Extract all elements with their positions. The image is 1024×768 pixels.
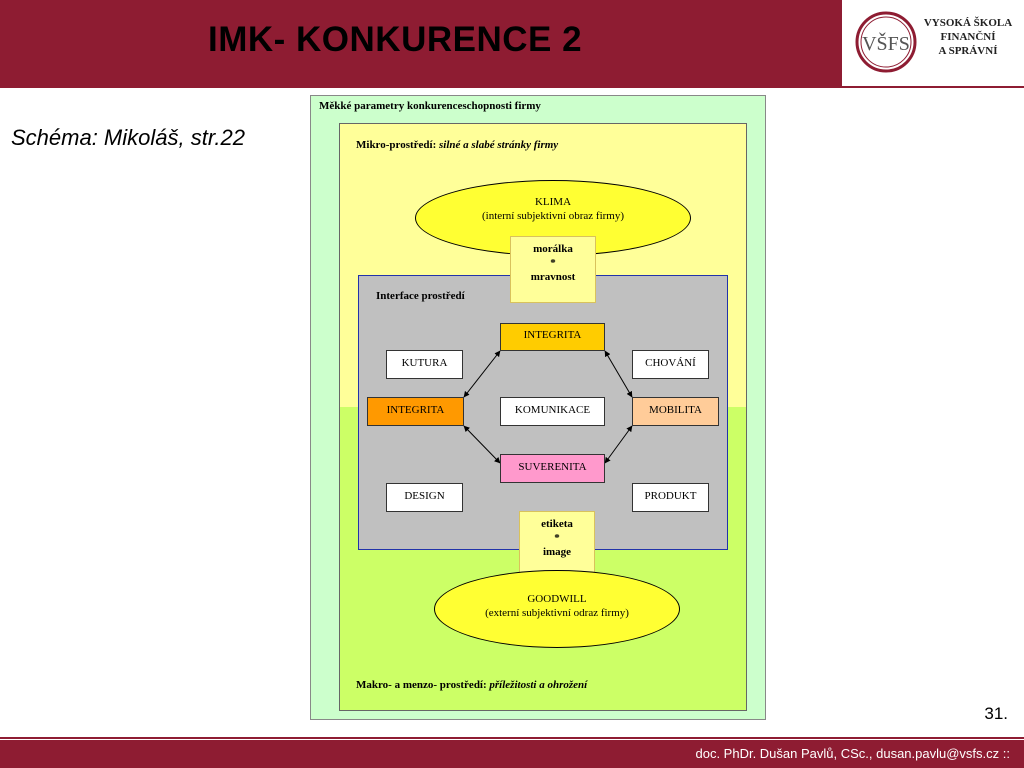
komunikace-box: KOMUNIKACE bbox=[500, 397, 605, 426]
goodwill-title: GOODWILL bbox=[527, 593, 587, 605]
moralka-box: morálka * mravnost bbox=[510, 236, 596, 303]
etiketa-line-2: * bbox=[554, 532, 560, 544]
macro-label: Makro- a menzo- prostředí: příležitosti … bbox=[356, 679, 587, 691]
vsfs-monogram-icon: VŠFS bbox=[855, 11, 917, 73]
produkt-box: PRODUKT bbox=[632, 483, 709, 512]
footer-author: doc. PhDr. Dušan Pavlů, CSc., dusan.pavl… bbox=[695, 746, 1010, 761]
moralka-line-2: * bbox=[550, 257, 556, 269]
goodwill-desc: (externí subjektivní odraz firmy) bbox=[485, 607, 629, 619]
etiketa-box: etiketa * image bbox=[519, 511, 595, 578]
design-box: DESIGN bbox=[386, 483, 463, 512]
suverenita-box: SUVERENITA bbox=[500, 454, 605, 483]
logo-line-3: A SPRÁVNÍ bbox=[938, 45, 998, 57]
footer-divider bbox=[0, 737, 1024, 739]
footer-bar: doc. PhDr. Dušan Pavlů, CSc., dusan.pavl… bbox=[0, 740, 1024, 768]
interface-label: Interface prostředí bbox=[376, 290, 465, 302]
header-divider bbox=[0, 86, 1024, 88]
etiketa-line-3: image bbox=[542, 546, 572, 558]
source-subtitle: Schéma: Mikoláš, str.22 bbox=[11, 125, 245, 150]
klima-title: KLIMA bbox=[534, 196, 572, 208]
micro-label-italic: silné a slabé stránky firmy bbox=[439, 139, 559, 151]
logo-text: VYSOKÁ ŠKOLA FINANČNÍ A SPRÁVNÍ bbox=[918, 16, 1018, 58]
moralka-line-3: mravnost bbox=[530, 271, 576, 283]
page-number: 31. bbox=[984, 704, 1008, 723]
logo-line-1: VYSOKÁ ŠKOLA bbox=[923, 17, 1013, 29]
mobilita-box: MOBILITA bbox=[632, 397, 719, 426]
kutura-box: KUTURA bbox=[386, 350, 463, 379]
moralka-line-1: morálka bbox=[533, 243, 573, 255]
klima-desc: (interní subjektivní obraz firmy) bbox=[481, 210, 625, 222]
integrita-top-box: INTEGRITA bbox=[500, 323, 605, 351]
micro-label: Mikro-prostředí: silné a slabé stránky f… bbox=[356, 139, 558, 151]
goodwill-ellipse: GOODWILL (externí subjektivní odraz firm… bbox=[434, 570, 680, 648]
chovani-box: CHOVÁNÍ bbox=[632, 350, 709, 379]
outer-label: Měkké parametry konkurenceschopnosti fir… bbox=[319, 100, 541, 112]
micro-label-text: Mikro-prostředí: bbox=[356, 139, 439, 151]
slide-title: IMK- KONKURENCE 2 bbox=[208, 20, 583, 59]
school-logo: VŠFS VYSOKÁ ŠKOLA FINANČNÍ A SPRÁVNÍ bbox=[843, 0, 1024, 86]
integrita-left-box: INTEGRITA bbox=[367, 397, 464, 426]
header-bar bbox=[0, 0, 842, 86]
macro-label-text: Makro- a menzo- prostředí: bbox=[356, 679, 490, 691]
logo-line-2: FINANČNÍ bbox=[940, 31, 996, 43]
etiketa-line-1: etiketa bbox=[541, 518, 573, 530]
macro-label-italic: příležitosti a ohrožení bbox=[489, 679, 588, 691]
logo-monogram: VŠFS bbox=[862, 31, 910, 55]
